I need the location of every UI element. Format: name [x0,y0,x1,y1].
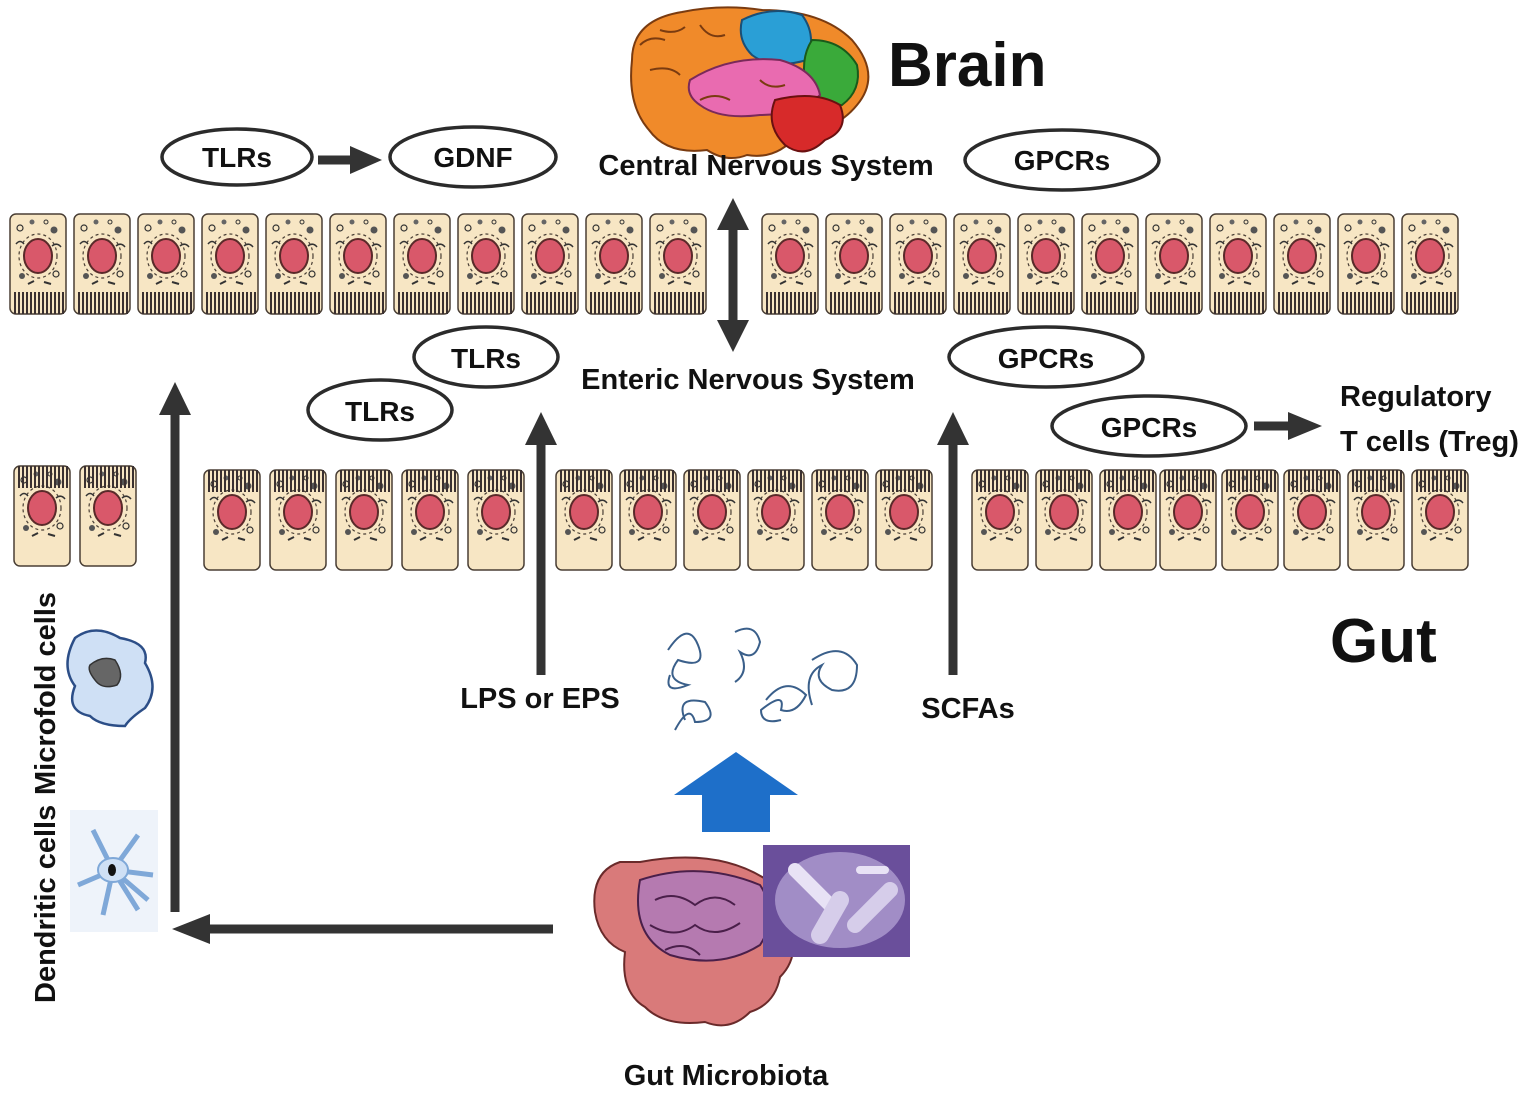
brain-title: Brain [888,31,1046,100]
microfold-label: Microfold cells [30,592,62,795]
gpcrs-treg-oval [1050,394,1248,458]
regulatory-label-line2: T cells (Treg) [1340,426,1519,458]
gpcrs-top-label: GPCRs [1014,145,1110,176]
gdnf-label: GDNF [433,142,512,173]
lps-eps-label: LPS or EPS [460,683,620,715]
gpcrs-treg-label: GPCRs [1101,412,1197,443]
colored-brain-icon [630,6,870,160]
tlrs-low-oval [306,378,454,442]
tlrs-mid-label: TLRs [451,343,521,374]
scfas-label: SCFAs [921,693,1014,725]
dendritic-label: Dendritic cells [30,805,62,1003]
tlrs-low-label: TLRs [345,396,415,427]
dendritic-cell-icon [70,810,158,932]
microfold-cell-icon [66,629,154,728]
gut-title: Gut [1330,607,1437,676]
tlrs-top-label: TLRs [202,142,272,173]
gdnf-oval [388,125,558,189]
scfas-up-arrow [937,412,969,675]
tlrs-mid-oval [412,325,560,389]
left-horizontal-arrow [172,914,553,944]
bacteria-micrograph-icon [763,845,910,957]
cns-ens-bidirectional-arrow [717,198,749,352]
epithelium-bottom-row [14,466,1468,570]
left-up-arrow [159,382,191,912]
ens-label: Enteric Nervous System [581,364,915,396]
cns-label: Central Nervous System [598,150,933,182]
gpcrs-mid-label: GPCRs [998,343,1094,374]
gpcrs-to-treg-arrow [1254,412,1322,440]
intestine-icon [593,856,796,1027]
lps-eps-up-arrow [525,412,557,675]
gpcrs-top-oval [963,128,1161,192]
bacteria-strands-icon [667,627,859,731]
gpcrs-mid-oval [947,325,1145,389]
microbiota-up-arrow [674,752,798,832]
tlrs-to-gdnf-arrow [318,146,382,174]
tlrs-top-oval [160,127,314,187]
regulatory-label-line1: Regulatory [1340,381,1491,413]
gut-microbiota-label: Gut Microbiota [624,1060,829,1092]
